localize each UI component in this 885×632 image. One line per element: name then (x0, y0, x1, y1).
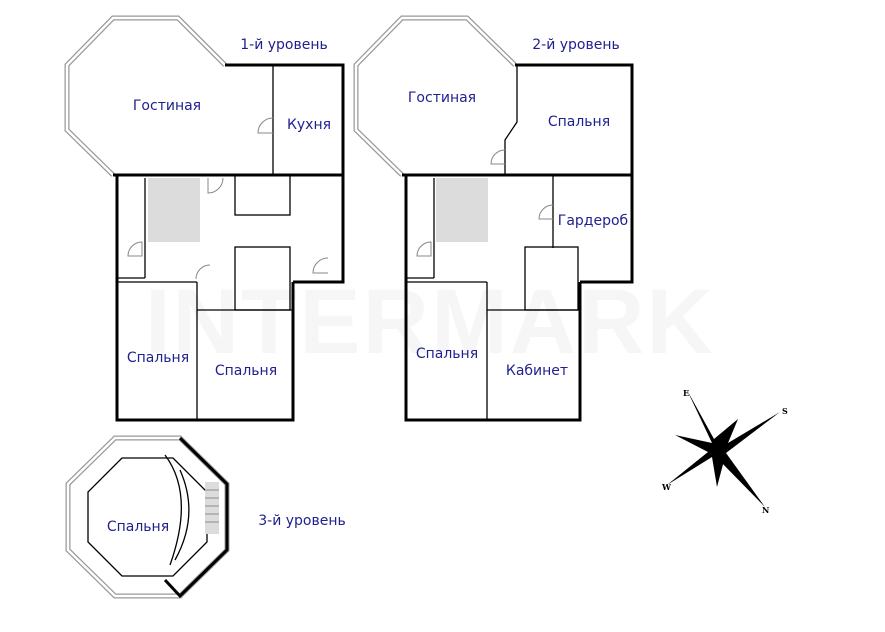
room-label: Спальня (415, 346, 479, 362)
room-label: Спальня (214, 363, 278, 379)
room-label: Спальня (126, 350, 190, 366)
room-label: Кухня (286, 117, 332, 133)
room-label: Спальня (106, 519, 170, 535)
level-1-plan (64, 15, 345, 422)
compass-label-w: W (661, 482, 672, 492)
room-label: Гостиная (132, 98, 202, 114)
level-3-plan (65, 435, 230, 599)
level-2-plan (353, 15, 634, 422)
level-2-title: 2-й уровень (532, 37, 620, 53)
room-label: Гардероб (557, 213, 629, 229)
room-label: Спальня (547, 114, 611, 130)
compass-rose-icon: E S W N (661, 388, 788, 515)
compass-label-e: E (683, 388, 689, 398)
level-1-title: 1-й уровень (240, 37, 328, 53)
compass-label-s: S (782, 406, 788, 416)
room-label: Кабинет (505, 363, 569, 379)
level-3-title: 3-й уровень (258, 513, 346, 529)
compass-label-n: N (762, 505, 769, 515)
room-label: Гостиная (407, 90, 477, 106)
